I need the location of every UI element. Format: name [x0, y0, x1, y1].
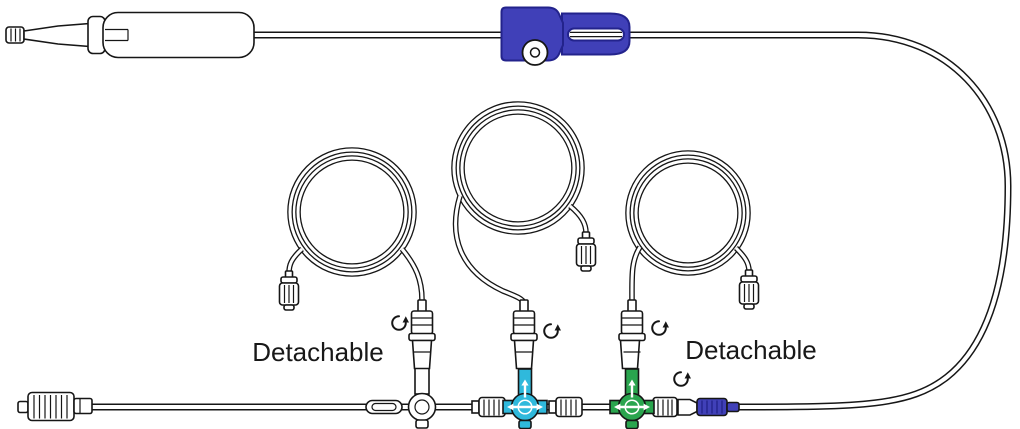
rotate-icon — [673, 371, 692, 387]
coiled-extension-2 — [451, 101, 597, 305]
luer-nut-2 — [548, 396, 583, 418]
roller-clamp-head — [500, 6, 564, 62]
detachable-connector-2[interactable] — [510, 299, 538, 370]
left-luer-connector — [17, 391, 93, 422]
pigtail-connector-3 — [738, 269, 760, 310]
spike-cone — [23, 22, 91, 48]
drip-nozzle — [105, 28, 129, 42]
luer-nut-1 — [471, 396, 506, 418]
end-cap-tip — [726, 401, 740, 413]
detachable-connector-3[interactable] — [618, 299, 646, 370]
end-cap — [677, 397, 740, 417]
detachable-label-left: Detachable — [252, 337, 384, 367]
roller-clamp — [500, 6, 631, 66]
spike-and-drip-chamber — [5, 11, 255, 59]
pigtail-connector-2 — [575, 231, 597, 272]
stopcock-white[interactable] — [407, 367, 437, 429]
rotate-icon — [391, 315, 410, 331]
drip-chamber — [102, 11, 255, 59]
stopcock-white-valve[interactable] — [407, 392, 437, 422]
detachable-connector-1[interactable] — [408, 299, 436, 370]
coiled-extension-1 — [278, 147, 425, 311]
slide-clamp — [365, 399, 403, 415]
stopcock-green[interactable] — [609, 368, 655, 429]
rotate-icon — [651, 320, 670, 336]
stopcock-cyan[interactable] — [502, 368, 548, 429]
main-tubing — [253, 31, 1012, 411]
coiled-extension-3 — [625, 150, 760, 310]
detachable-label-right: Detachable — [685, 335, 817, 365]
pigtail-connector-1 — [278, 270, 300, 311]
rotate-icon — [543, 323, 562, 339]
